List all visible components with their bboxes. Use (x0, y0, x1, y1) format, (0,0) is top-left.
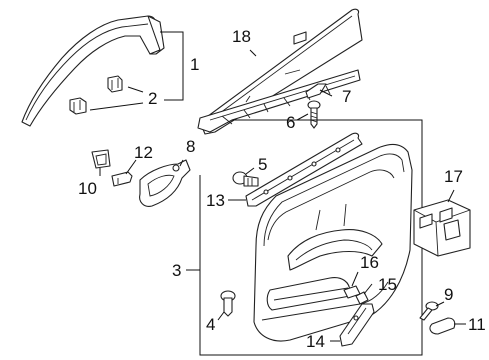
part-14-bracket[interactable] (339, 303, 375, 347)
callout-3: 3 (172, 261, 181, 280)
part-17-window-switch[interactable] (413, 199, 471, 257)
part-9-screw[interactable] (419, 301, 439, 321)
callout-16: 16 (360, 253, 379, 272)
leader-lines (89, 31, 466, 342)
part-18-run-channel[interactable] (197, 8, 363, 135)
callout-12: 12 (134, 143, 153, 162)
part-1-frame-molding[interactable] (21, 15, 165, 127)
callout-5: 5 (258, 155, 267, 174)
callout-11: 11 (468, 315, 486, 334)
callout-13: 13 (206, 191, 225, 210)
part-7-pad[interactable] (305, 83, 327, 99)
callout-6: 6 (286, 113, 295, 132)
callout-1: 1 (190, 55, 199, 74)
callout-10: 10 (78, 179, 97, 198)
part-5-fastener[interactable] (232, 171, 259, 187)
part-8-inside-handle[interactable] (139, 159, 191, 207)
part-12-latch-rod[interactable] (111, 171, 133, 187)
part-4-clip[interactable] (220, 290, 236, 317)
part-2-clips[interactable] (69, 75, 123, 115)
callout-17: 17 (444, 167, 463, 186)
part-3-group-box (199, 119, 423, 356)
callout-labels: 1 2 3 4 5 6 7 8 9 10 11 12 13 14 15 16 1… (78, 27, 486, 351)
part-15-screw[interactable] (355, 291, 369, 305)
callout-15: 15 (378, 275, 397, 294)
callout-14: 14 (306, 332, 325, 351)
callout-9: 9 (444, 285, 453, 304)
part-6-screw[interactable] (307, 100, 321, 129)
part-13-belt-molding[interactable] (245, 132, 363, 207)
callout-8: 8 (186, 137, 195, 156)
callout-2: 2 (148, 89, 157, 108)
part-11-cover[interactable] (429, 317, 456, 335)
part-3-trim-panel[interactable] (253, 143, 413, 342)
callout-4: 4 (206, 315, 215, 334)
part-10-bezel[interactable] (91, 149, 111, 169)
callout-18: 18 (232, 27, 251, 46)
callout-7: 7 (342, 87, 351, 106)
